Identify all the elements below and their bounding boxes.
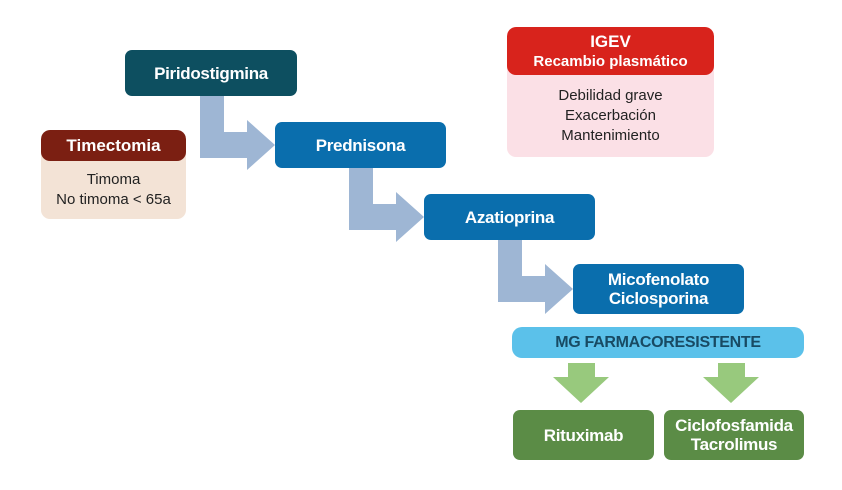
micofenolato-label: Micofenolato	[607, 270, 710, 289]
igev-header: IGEV Recambio plasmático	[507, 27, 714, 75]
micofenolato-ciclosporina-box: Micofenolato Ciclosporina	[573, 264, 744, 314]
azatioprina-box: Azatioprina	[424, 194, 595, 240]
arrow-prednisona-to-azatioprina	[349, 168, 424, 242]
ciclofosfamida-tacrolimus-box: Ciclofosfamida Tacrolimus	[664, 410, 804, 460]
arrow-down-rituximab	[553, 363, 609, 403]
igev-body: Debilidad grave Exacerbación Mantenimien…	[507, 75, 714, 157]
igev-subtitle: Recambio plasmático	[533, 52, 688, 70]
timectomia-line: Timoma	[86, 171, 141, 188]
igev-line: Exacerbación	[565, 107, 656, 124]
arrow-down-ciclofosfamida	[703, 363, 759, 403]
farmacoresistente-title: MG FARMACORESISTENTE	[555, 334, 761, 351]
timectomia-body: Timoma No timoma < 65a	[41, 161, 186, 219]
igev-line: Mantenimiento	[561, 127, 660, 144]
timectomia-title: Timectomia	[66, 135, 161, 155]
timectomia-header: Timectomia	[41, 130, 186, 161]
rituximab-box: Rituximab	[513, 410, 654, 460]
timectomia-line: No timoma < 65a	[56, 191, 171, 208]
timectomia-card: Timectomia Timoma No timoma < 65a	[41, 130, 186, 219]
prednisona-label: Prednisona	[315, 135, 406, 155]
arrow-piridostigmina-to-prednisona	[200, 96, 275, 170]
tacrolimus-label: Tacrolimus	[690, 435, 778, 454]
ciclosporina-label: Ciclosporina	[608, 289, 709, 308]
igev-line: Debilidad grave	[558, 87, 663, 104]
rituximab-label: Rituximab	[543, 425, 624, 445]
farmacoresistente-banner: MG FARMACORESISTENTE	[512, 327, 804, 358]
igev-title: IGEV	[590, 31, 631, 51]
arrow-azatioprina-to-micofenolato	[498, 240, 573, 314]
piridostigmina-box: Piridostigmina	[125, 50, 297, 96]
azatioprina-label: Azatioprina	[464, 207, 555, 227]
prednisona-box: Prednisona	[275, 122, 446, 168]
ciclofosfamida-label: Ciclofosfamida	[675, 416, 793, 435]
piridostigmina-label: Piridostigmina	[154, 63, 268, 83]
igev-card: IGEV Recambio plasmático Debilidad grave…	[507, 27, 714, 157]
